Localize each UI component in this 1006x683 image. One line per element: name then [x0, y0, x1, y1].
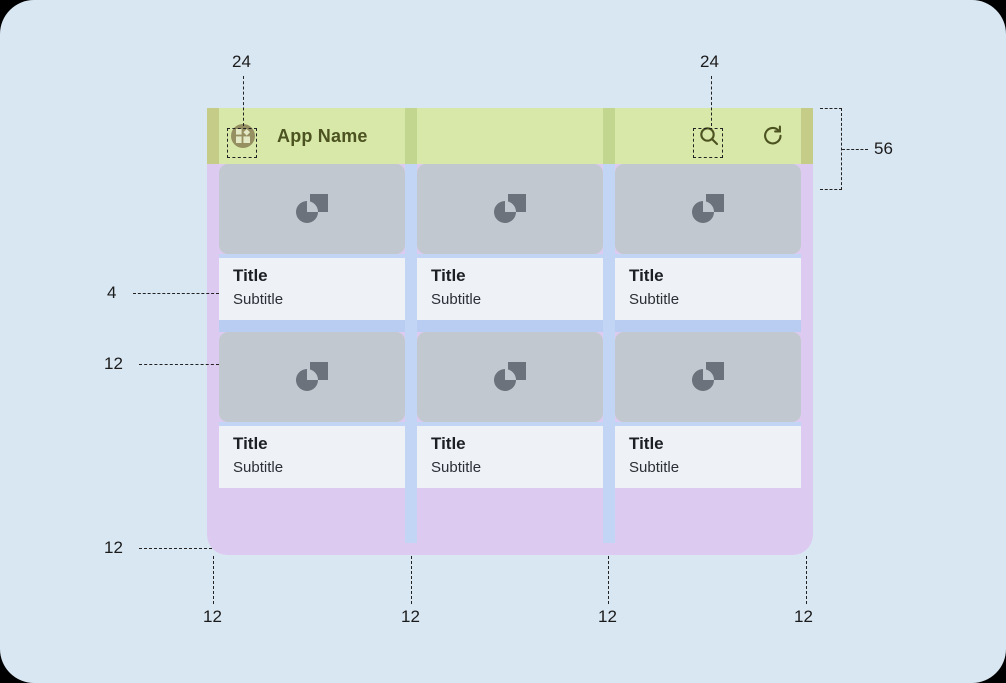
annotation-appbar-height: 56: [874, 139, 893, 158]
title-gap-spacer: [417, 254, 603, 258]
annotation-col-gap-2: 12: [401, 607, 420, 626]
annotation-icon-size-left: 24: [232, 52, 251, 71]
measure-bracket-appbar-height: [820, 108, 842, 190]
annotation-icon-size-right: 24: [700, 52, 719, 71]
annotation-title-gap: 4: [107, 283, 117, 302]
card-image: [615, 332, 801, 422]
leader-line-title-gap: [133, 293, 219, 294]
card[interactable]: Title Subtitle: [219, 332, 405, 488]
leader-line-col-gap-2: [411, 556, 412, 604]
card-subtitle: Subtitle: [233, 291, 284, 308]
title-gap-spacer: [417, 422, 603, 426]
card[interactable]: Title Subtitle: [417, 332, 603, 488]
leader-line-col-gap-4: [806, 556, 807, 604]
leader-line-icon-left: [243, 76, 244, 126]
title-gap-spacer: [615, 422, 801, 426]
row-gutter: [219, 320, 801, 332]
appbar-edge-left: [207, 108, 219, 164]
card-title: Title: [233, 266, 268, 285]
column-gutter-2: [603, 164, 615, 543]
leader-line-col-gap-3: [608, 556, 609, 604]
column-gutter-1: [405, 164, 417, 543]
card-title: Title: [431, 434, 466, 453]
card-subtitle: Subtitle: [431, 459, 482, 476]
card-body: Title Subtitle: [219, 258, 405, 320]
annotation-col-gap-3: 12: [598, 607, 617, 626]
card-body: Title Subtitle: [615, 258, 801, 320]
card-body: Title Subtitle: [219, 426, 405, 488]
card-subtitle: Subtitle: [629, 291, 680, 308]
leader-line-col-gap-1: [213, 556, 214, 604]
app-bar: App Name: [207, 108, 813, 164]
card[interactable]: Title Subtitle: [615, 332, 801, 488]
card-body: Title Subtitle: [417, 426, 603, 488]
refresh-icon[interactable]: [761, 124, 785, 148]
card-title: Title: [431, 266, 466, 285]
card-image: [219, 164, 405, 254]
measure-box-app-icon: [227, 128, 257, 158]
card-subtitle: Subtitle: [233, 459, 284, 476]
card-body: Title Subtitle: [417, 258, 603, 320]
card-image: [417, 332, 603, 422]
card-image: [219, 332, 405, 422]
annotation-col-gap-4: 12: [794, 607, 813, 626]
title-gap-spacer: [615, 254, 801, 258]
appbar-gutter-1: [405, 108, 417, 164]
card[interactable]: Title Subtitle: [417, 164, 603, 320]
annotation-col-gap-1: 12: [203, 607, 222, 626]
card-image: [615, 164, 801, 254]
title-gap-spacer: [219, 422, 405, 426]
card-subtitle: Subtitle: [431, 291, 482, 308]
app-bar-title: App Name: [277, 125, 368, 146]
leader-line-icon-right: [711, 76, 712, 126]
appbar-gutter-2: [603, 108, 615, 164]
appbar-edge-right: [801, 108, 813, 164]
card[interactable]: Title Subtitle: [219, 164, 405, 320]
app-mockup-frame: App Name: [207, 108, 813, 555]
card[interactable]: Title Subtitle: [615, 164, 801, 320]
annotation-bottom-padding: 12: [104, 538, 123, 557]
annotation-row-gap: 12: [104, 354, 123, 373]
card-body: Title Subtitle: [615, 426, 801, 488]
card-subtitle: Subtitle: [629, 459, 680, 476]
card-grid: Title Subtitle Title: [219, 164, 801, 543]
card-title: Title: [233, 434, 268, 453]
leader-line-appbar-height: [842, 149, 868, 150]
card-title: Title: [629, 266, 664, 285]
card-image: [417, 164, 603, 254]
leader-line-bottom-padding: [139, 548, 212, 549]
title-gap-spacer: [219, 254, 405, 258]
measure-box-search-icon: [693, 128, 723, 158]
card-title: Title: [629, 434, 664, 453]
leader-line-row-gap: [139, 364, 219, 365]
